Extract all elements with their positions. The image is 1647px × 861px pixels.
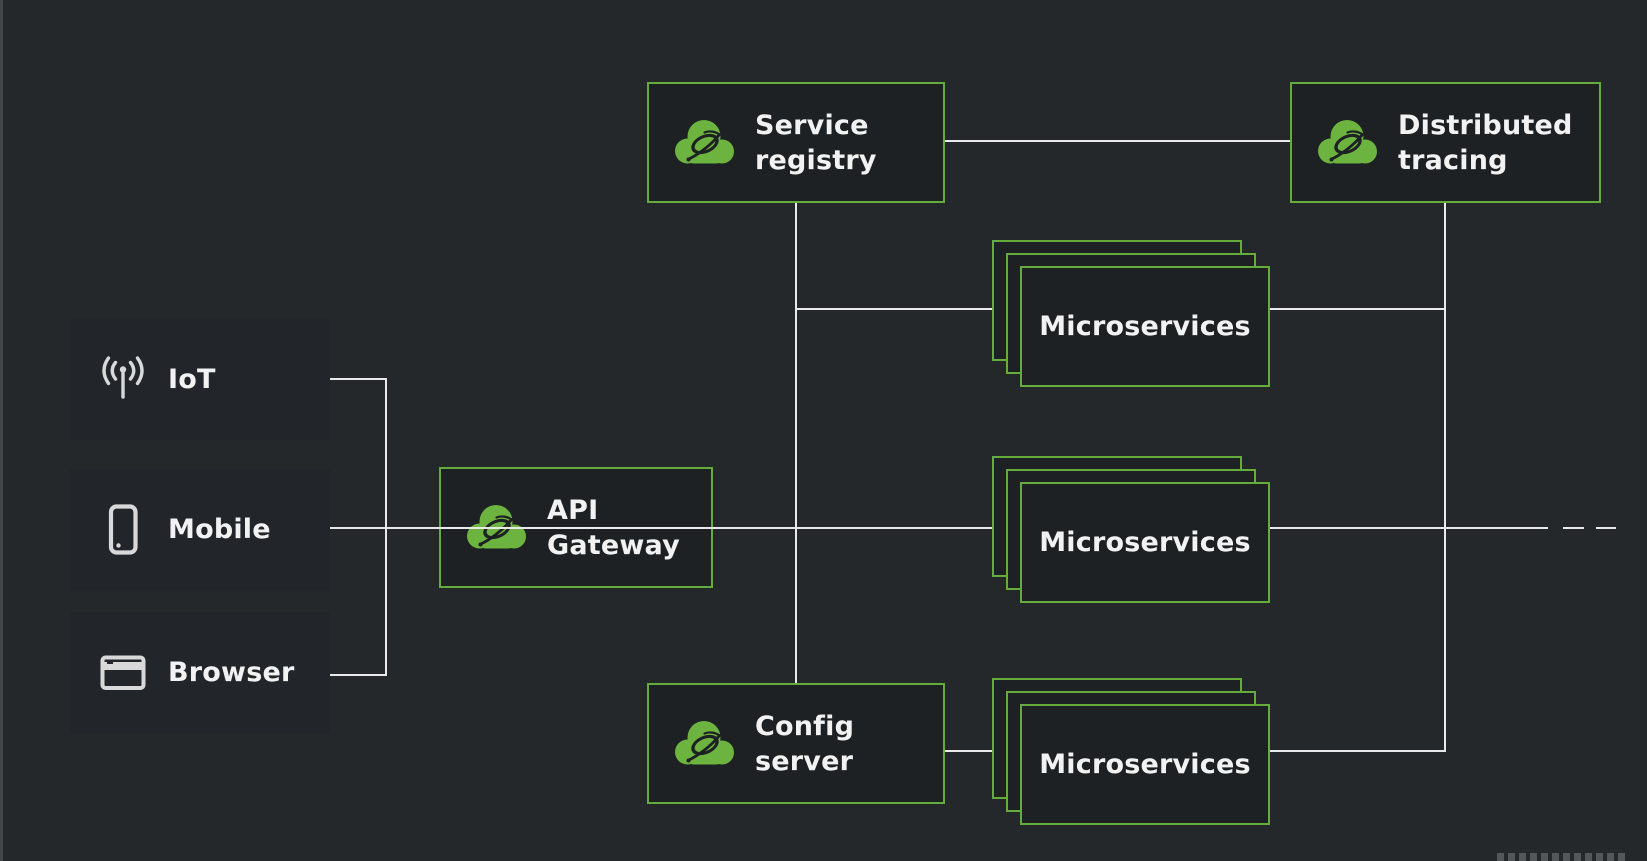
microservices-label: Microservices xyxy=(1039,527,1251,558)
node-distributed-tracing: Distributed tracing xyxy=(1290,82,1601,203)
stack-card-front: Microservices xyxy=(1020,704,1270,825)
connector-gateway-to-microservices-row2 xyxy=(330,527,992,529)
node-service-registry: Service registry xyxy=(647,82,945,203)
connector-browser-stub xyxy=(330,674,387,676)
watermark-cutoff xyxy=(1497,853,1629,861)
node-config-server: Config server xyxy=(647,683,945,804)
connector-row2-continuation xyxy=(1270,527,1548,529)
connector-registry-to-microservices-row1 xyxy=(795,308,992,310)
spring-cloud-icon xyxy=(1316,118,1380,168)
node-config-server-label: Config server xyxy=(755,710,855,777)
connector-row3-to-tracing-line xyxy=(1270,750,1446,752)
connector-row1-to-tracing-line xyxy=(1270,308,1446,310)
connector-dash-1 xyxy=(1563,527,1584,529)
connector-tracing-vertical xyxy=(1444,203,1446,752)
connector-iot-stub xyxy=(330,378,387,380)
microservices-label: Microservices xyxy=(1039,749,1251,780)
connector-config-to-microservices-row3 xyxy=(945,750,992,752)
spring-cloud-icon xyxy=(673,118,737,168)
node-iot-label: IoT xyxy=(168,364,216,395)
connector-registry-to-tracing xyxy=(945,140,1290,142)
connector-dash-2 xyxy=(1596,527,1616,529)
node-service-registry-label: Service registry xyxy=(755,109,877,176)
microservices-stack-row2: Microservices xyxy=(992,456,1270,603)
stack-card-front: Microservices xyxy=(1020,266,1270,387)
node-browser-label: Browser xyxy=(168,657,295,688)
spring-cloud-icon xyxy=(673,719,737,769)
mobile-phone-icon xyxy=(96,504,150,556)
stack-card-front: Microservices xyxy=(1020,482,1270,603)
node-mobile: Mobile xyxy=(70,469,330,590)
left-edge-strip xyxy=(0,0,3,861)
browser-window-icon xyxy=(96,655,150,691)
node-api-gateway-label: API Gateway xyxy=(547,494,680,561)
connector-registry-to-config xyxy=(795,203,797,683)
microservices-label: Microservices xyxy=(1039,311,1251,342)
iot-antenna-icon xyxy=(96,355,150,405)
microservices-stack-row3: Microservices xyxy=(992,678,1270,825)
node-mobile-label: Mobile xyxy=(168,514,271,545)
node-distributed-tracing-label: Distributed tracing xyxy=(1398,109,1573,176)
node-iot: IoT xyxy=(70,319,330,440)
microservices-stack-row1: Microservices xyxy=(992,240,1270,387)
node-browser: Browser xyxy=(70,612,330,733)
